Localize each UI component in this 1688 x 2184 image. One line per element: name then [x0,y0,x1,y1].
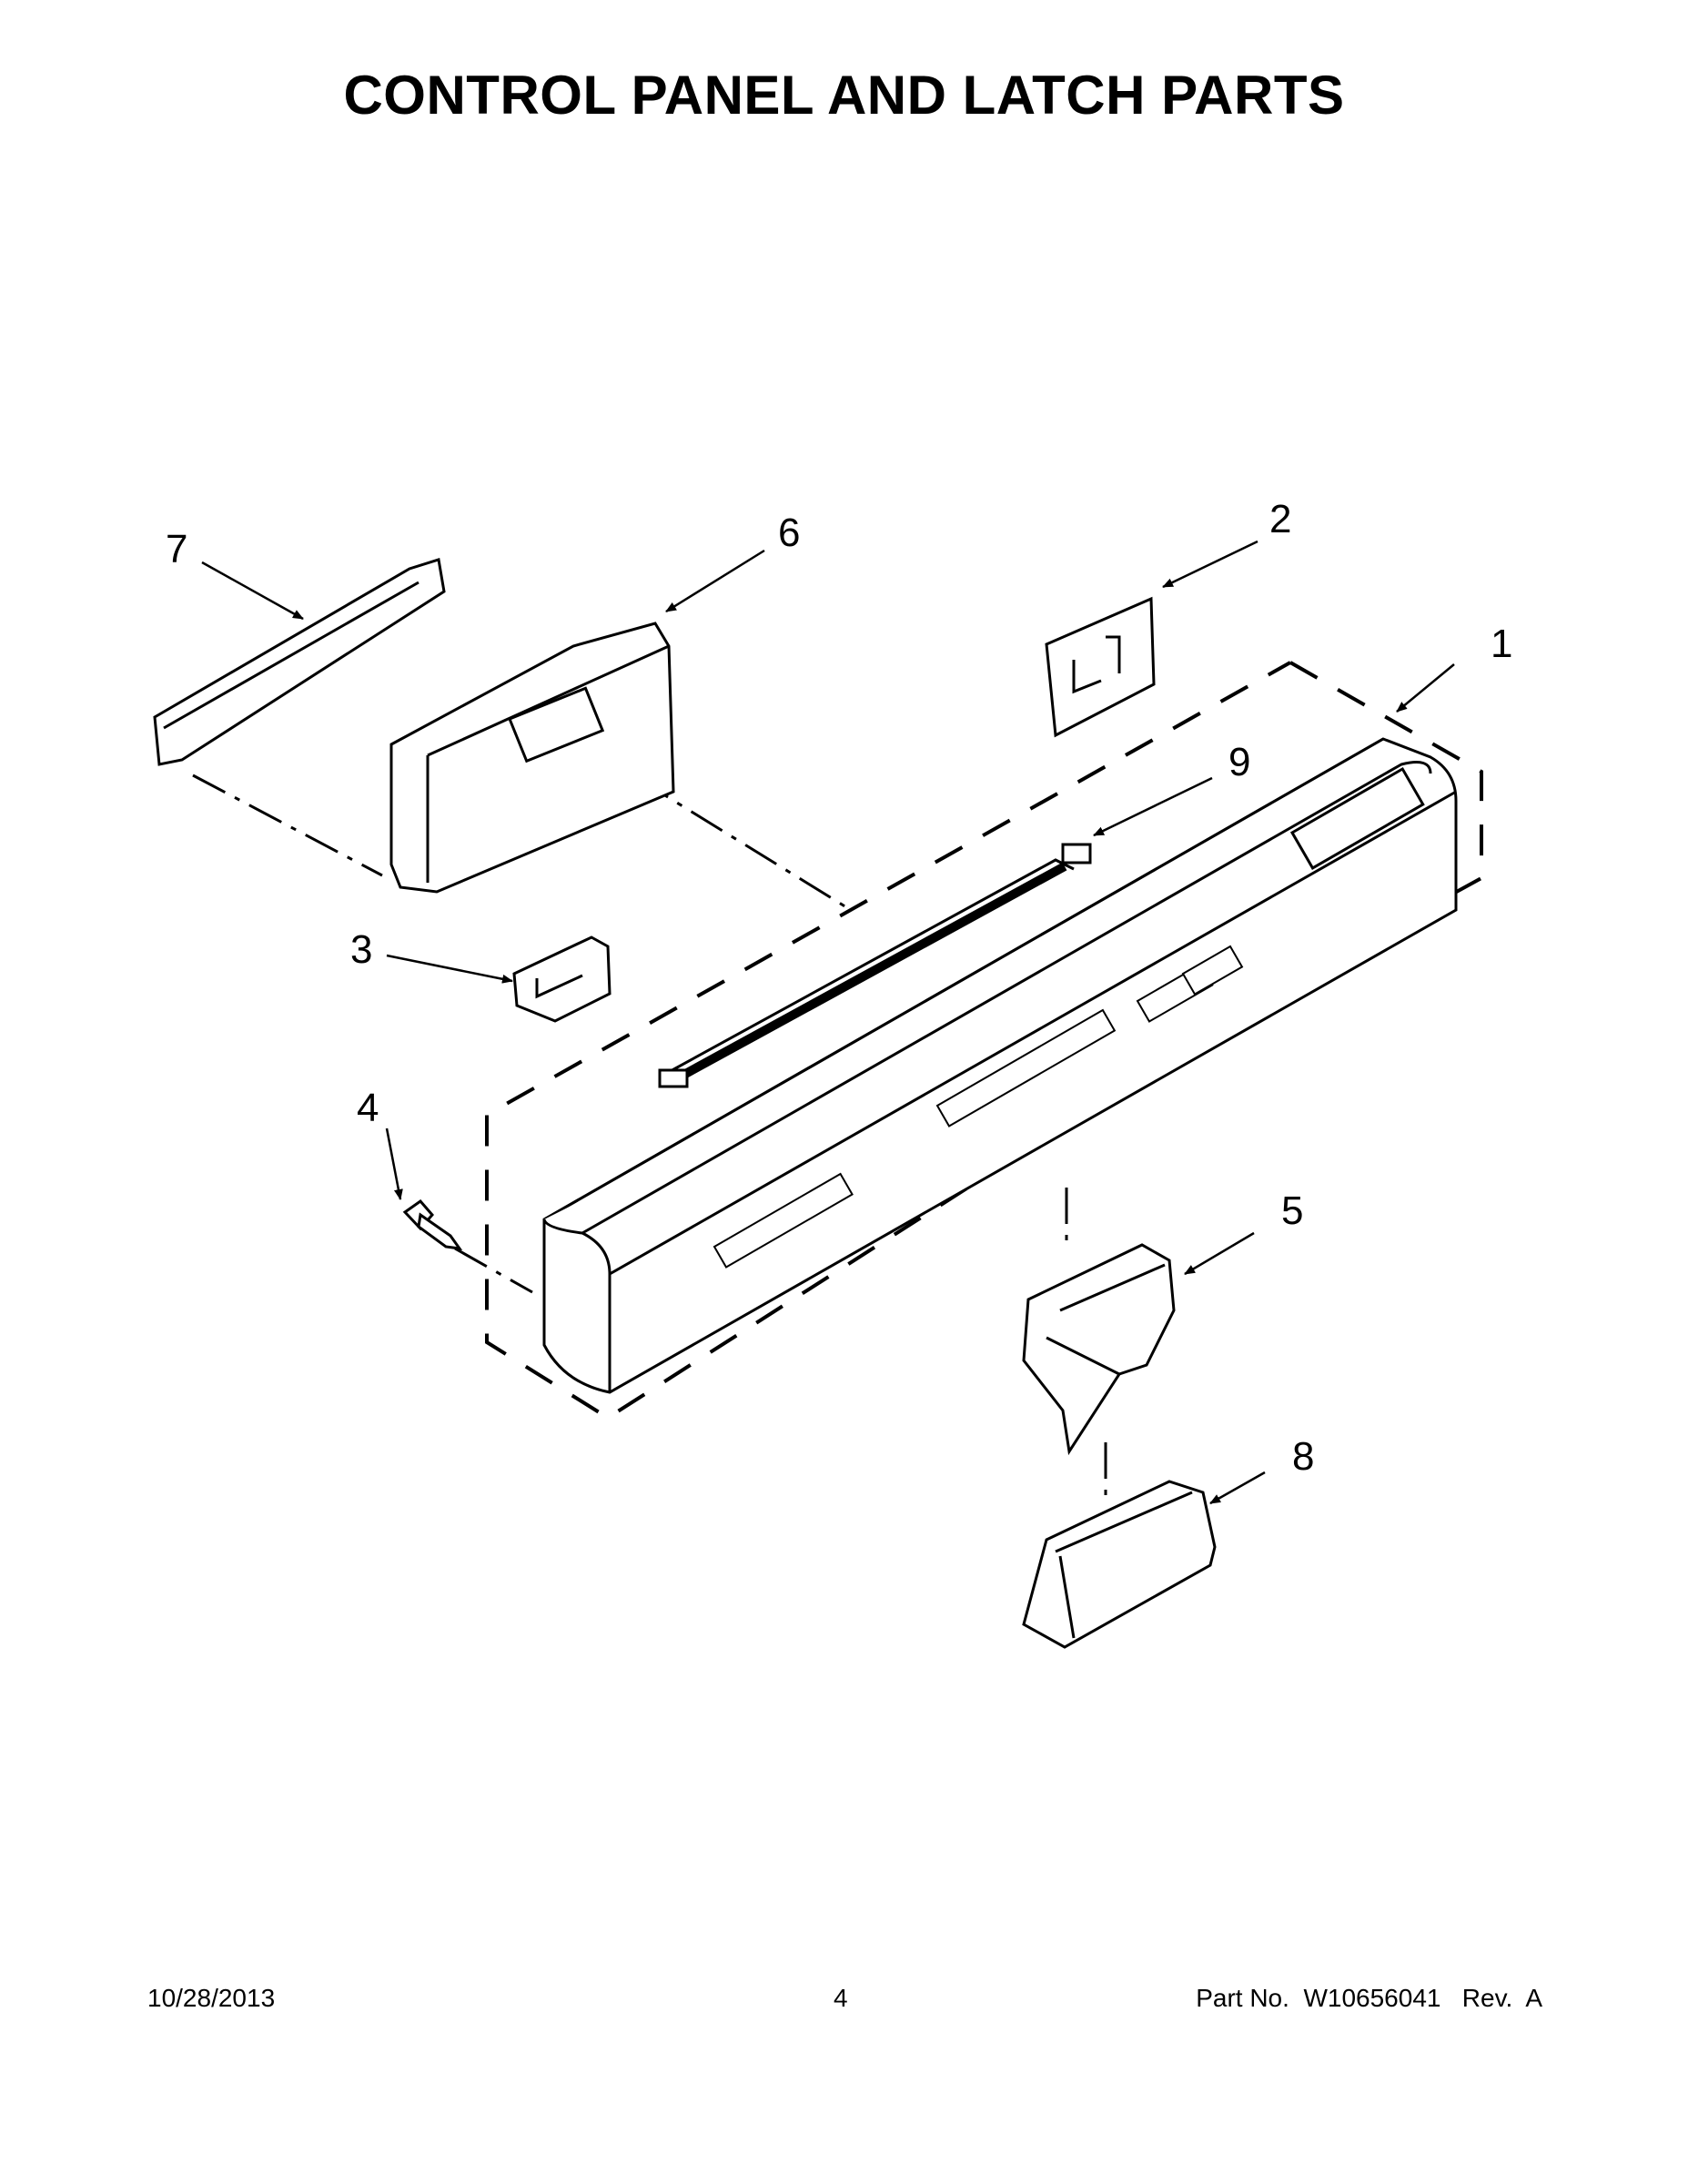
arrow-2 [1162,540,1258,589]
callout-5: 5 [1281,1188,1303,1233]
footer-page-number: 4 [834,1984,848,2012]
callout-6: 6 [778,511,800,555]
callout-arrows [201,540,1455,1505]
callout-2: 2 [1269,497,1291,541]
screw-part [402,1198,463,1250]
callout-9: 9 [1228,740,1250,784]
arrow-9 [1093,776,1213,837]
latch-cover-part [1022,1480,1217,1649]
callout-4: 4 [357,1086,379,1130]
arrow-8 [1209,1471,1266,1505]
footer-date: 10/28/2013 [147,1984,276,2012]
callout-1: 1 [1491,622,1512,666]
footer-part-number: Part No. W10656041 Rev. A [1196,1984,1542,2012]
arrow-5 [1184,1231,1255,1276]
page-title: CONTROL PANEL AND LATCH PARTS [343,65,1345,126]
callout-8: 8 [1292,1434,1314,1479]
control-board-housing-part [389,622,675,894]
control-panel-part [542,737,1458,1394]
callout-labels: 1 2 3 4 5 6 7 8 9 [166,497,1512,1479]
callout-3: 3 [350,927,372,972]
clip-part [512,935,612,1023]
arrow-4 [385,1127,403,1200]
arrow-3 [386,954,513,984]
callout-7: 7 [166,527,187,571]
panel-buttons [713,945,1244,1269]
latch-part [1022,1243,1176,1456]
alignment-lines [192,774,1107,1502]
arrow-6 [665,549,765,613]
arrow-7 [201,561,304,621]
strip-part [153,558,446,766]
arrow-1 [1396,663,1455,713]
wiring-harness-part [658,843,1092,1088]
bracket-part [1045,596,1156,738]
